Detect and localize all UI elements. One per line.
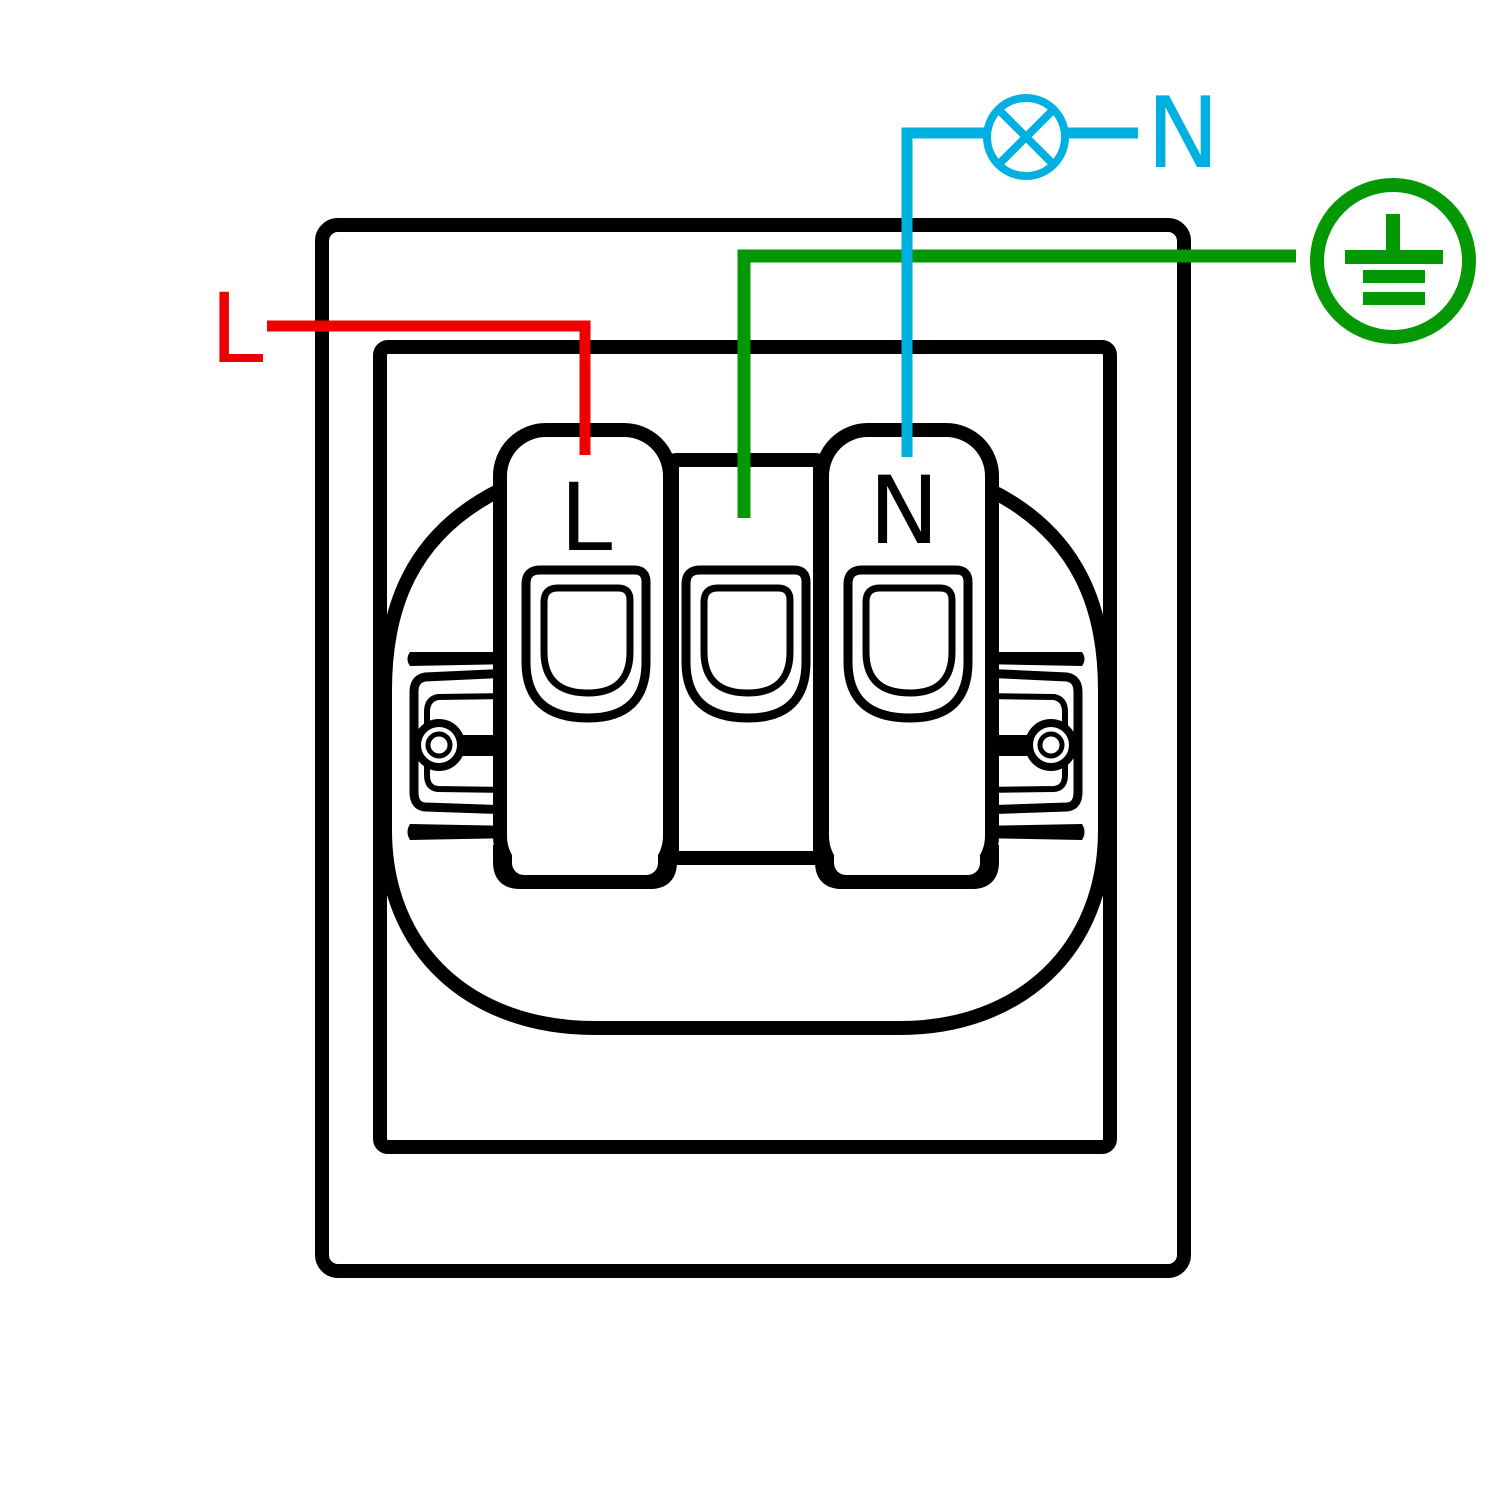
- right-mounting-clamp: [978, 652, 1085, 840]
- neutral-terminal-label: N: [869, 457, 939, 566]
- live-terminal-label: L: [560, 464, 612, 573]
- live-terminal-opening: [521, 565, 651, 723]
- protective-earth-icon: [1310, 178, 1476, 344]
- outer-frame: [315, 218, 1191, 1278]
- earth-wire: [737, 249, 1296, 518]
- left-mounting-clamp: [407, 652, 514, 840]
- live-wire: [267, 320, 591, 455]
- neutral-wire-label: N: [1146, 77, 1219, 191]
- neutral-wire: [901, 127, 985, 457]
- earth-terminal-opening: [681, 565, 811, 723]
- live-wire-label: L: [210, 273, 263, 385]
- lamp-symbol-icon: [983, 94, 1069, 180]
- neutral-terminal-opening: [843, 565, 973, 723]
